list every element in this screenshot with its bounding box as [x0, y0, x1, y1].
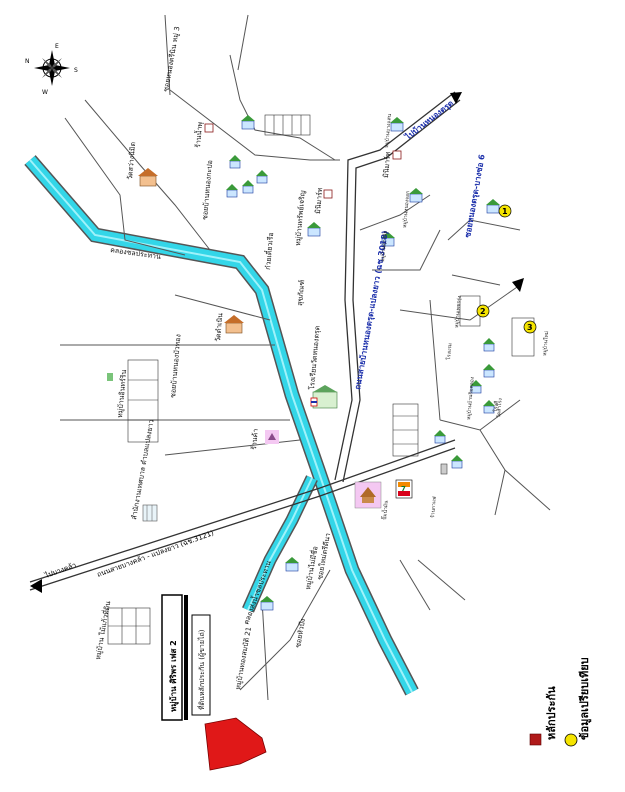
place-village-a: หมู่บ้านทรัพย์เจริญ [294, 190, 307, 246]
school-icon [312, 385, 338, 409]
project-site-label: ที่ดินหลักประกัน (ผู้ขายไถ่) [197, 629, 206, 710]
place-shop-1: ร้านน้ำพุ [191, 121, 204, 148]
project-site [161, 594, 267, 771]
place-gas-station: ปั๊มน้ำมัน [379, 499, 390, 520]
place-shop-3: มินิมาร์ท [382, 151, 392, 178]
svg-text:3: 3 [527, 323, 533, 332]
market-icon [265, 430, 279, 444]
shop-icons [107, 123, 448, 475]
svg-text:2: 2 [480, 307, 486, 316]
temple-icon [138, 168, 158, 187]
road-arrows [30, 92, 524, 593]
temple-icon [224, 315, 244, 334]
canal-label-2: คลองส่งน้ำชลประทาน [240, 558, 273, 625]
place-village-d: หมู่บ้านศุภาลัย [379, 230, 389, 262]
place-village-f: หมู่บ้านอินทร์ริน [116, 369, 128, 418]
compass-rose: E N S W [25, 43, 78, 96]
canal [24, 155, 419, 696]
legend-collateral-label: หลักประกัน [545, 686, 558, 740]
place-coffee: ร้านกาแฟ [429, 496, 438, 519]
place-village-h: หมู่บ้านใหม่ [541, 331, 550, 357]
village-grids [107, 114, 535, 645]
place-shop-2: มินิมาร์ท [314, 187, 324, 214]
place-noodle: ก๋วยเตี๋ยวเรือ [263, 232, 276, 270]
compass-n: N [25, 58, 30, 65]
svg-text:1: 1 [502, 207, 508, 216]
place-wat-sawang: วัดสว่างนิมิต [126, 141, 137, 180]
comparison-marker-2: 2 [476, 304, 490, 318]
flag-icon [310, 397, 318, 407]
road-label-soi-6: ซอยหนองตรุด-บางซ่อ 6 [463, 153, 488, 238]
place-village-b: หมู่บ้านบางแสน [383, 113, 393, 148]
place-sukhon: สุขภัณฑ์ [296, 279, 306, 306]
seven-eleven-icon: 7 [395, 479, 413, 499]
svg-text:7: 7 [401, 485, 406, 493]
place-hotel: โรงแรม [445, 343, 453, 361]
legend-comparison-swatch [564, 733, 578, 747]
compass-e: E [55, 43, 59, 50]
place-wat-nongbua: วัดดำเนิน [214, 312, 225, 342]
road-label-soi-kapong: ซอยบ้านหนองกะปอ [201, 160, 214, 220]
office-icon [142, 504, 158, 522]
road-network [29, 14, 551, 701]
comparison-marker-1: 1 [498, 204, 512, 218]
place-village-g: หมู่บ้านเพชรรุ่ง [453, 295, 463, 328]
place-temple-small: วัดสำโรง [495, 397, 504, 418]
compass-s: S [74, 67, 78, 74]
house-icons [226, 115, 500, 611]
legend: หลักประกัน ข้อมูลเปรียบเทียบ [529, 657, 592, 747]
compass-w: W [42, 89, 48, 96]
road-label-to-bangkhla: ไปบางคล้า [43, 560, 78, 580]
place-village-i: หมู่บ้านบ้านริมคลอง [465, 376, 476, 420]
collateral-land [204, 717, 267, 771]
comparison-markers: 1 2 3 [476, 204, 537, 334]
project-label: หมู่บ้าน ศิริพร เฟส 2 [168, 640, 179, 712]
comparison-marker-3: 3 [523, 320, 537, 334]
place-village-j: หมู่บ้าน ไม้แก้วที่ดิน [93, 600, 112, 660]
place-rice-mill: โรงสี [492, 401, 500, 412]
gas-station-icon [354, 481, 382, 509]
legend-comparison-label: ข้อมูลเปรียบเทียบ [578, 657, 592, 740]
road-label-3121: ถนนสายบางคล้า - แปลงยาว (ฉช.3121) [96, 529, 215, 579]
legend-collateral-swatch [529, 733, 542, 746]
place-school: โรงเรียนวัดหนองตรุด [307, 325, 322, 390]
road-label-soi-huanong: ซอยหัวบึง [293, 618, 307, 649]
road-label-soi-3: ซอยหนองตรีนิน หมู่ 3 [162, 26, 181, 92]
place-market: ร้านค้า [250, 428, 260, 450]
road-label-to-nongtrud: ไปบ้านหนองตรุด [402, 98, 455, 143]
place-village-e: หมู่บ้านทองสมบัติ 21 [234, 626, 253, 690]
road-label-soi-khaodin: ซอยบ้านหนองบัวทอง [169, 334, 183, 398]
labels: ถนนสายบางคล้า - แปลงยาว (ฉช.3121) ถนนสาย… [43, 26, 551, 712]
place-village-c: หมู่บ้านหนองจอก [401, 191, 411, 229]
